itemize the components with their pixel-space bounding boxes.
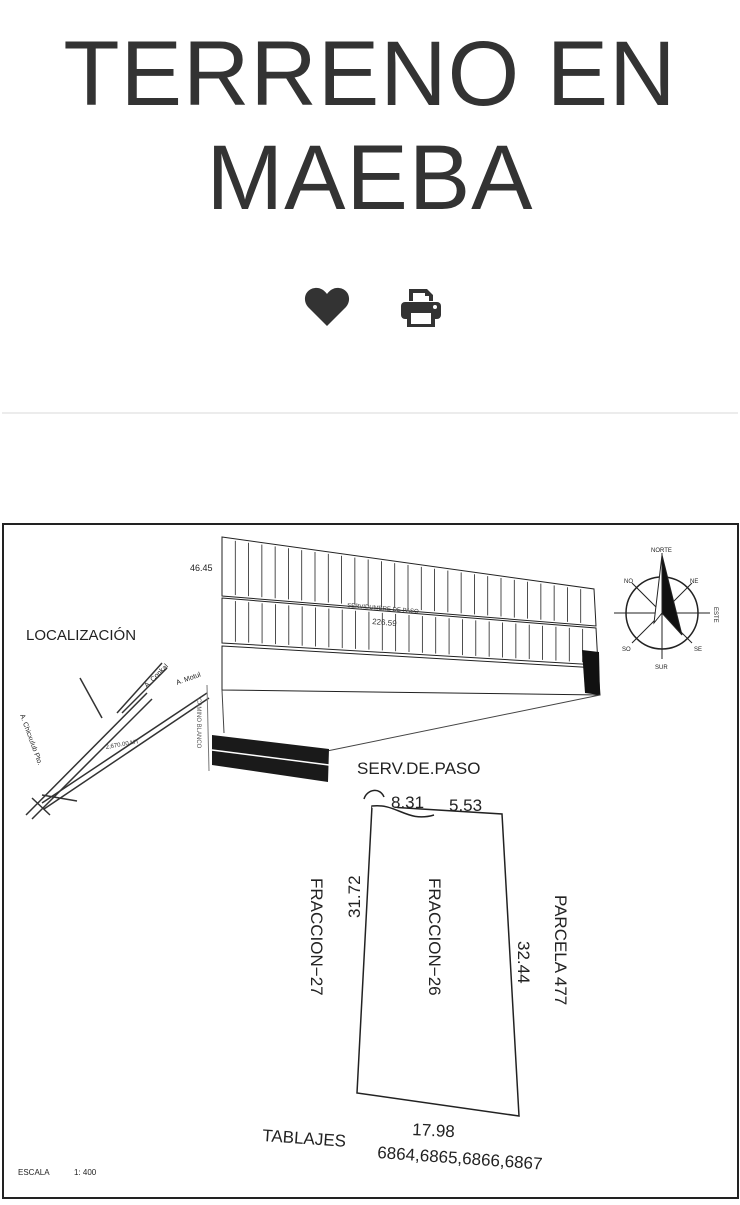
compass-este: ESTE bbox=[712, 607, 718, 623]
location-roads bbox=[25, 662, 210, 820]
heart-icon bbox=[304, 287, 350, 326]
compass-no: NO bbox=[624, 579, 633, 585]
title-line-2: MAEBA bbox=[206, 127, 534, 229]
fraccion-27-label: FRACCION−27 bbox=[307, 878, 326, 996]
compass-se: SE bbox=[694, 647, 702, 653]
dim-left-side: 31.72 bbox=[345, 875, 364, 918]
escala-label: ESCALA bbox=[18, 1168, 50, 1177]
dim-226-59: 226.59 bbox=[372, 617, 398, 628]
subdivision-lot-lines bbox=[234, 540, 584, 663]
parcela-label: PARCELA 477 bbox=[551, 895, 570, 1005]
dim-bottom: 17.98 bbox=[412, 1120, 455, 1141]
camino-blanco-label: CAMINO BLANCO bbox=[195, 698, 201, 749]
compass-rose: NORTE SUR ESTE NO NE SO SE bbox=[614, 548, 718, 671]
dim-top-left: 8.31 bbox=[391, 793, 424, 812]
printer-icon bbox=[401, 289, 441, 327]
favorite-button[interactable] bbox=[302, 282, 352, 332]
fraccion-26-label: FRACCION−26 bbox=[425, 878, 444, 996]
compass-ne: NE bbox=[690, 579, 698, 585]
road-distance: 2,670.00 MT bbox=[105, 739, 140, 751]
dim-top-right: 5.53 bbox=[449, 796, 482, 815]
action-bar bbox=[0, 282, 740, 332]
page-title: TERRENO EN MAEBA bbox=[0, 22, 740, 230]
small-subdivision bbox=[211, 735, 330, 782]
print-button[interactable] bbox=[396, 282, 446, 332]
serv-paso-label: SERV.DE.PASO bbox=[357, 759, 480, 778]
site-plan-drawing: LOCALIZACIÓN 2,670.00 MT A. Motul A. Con… bbox=[2, 523, 739, 1199]
dim-46-45: 46.45 bbox=[190, 563, 213, 573]
compass-so: SO bbox=[622, 647, 631, 653]
compass-sur: SUR bbox=[655, 665, 668, 671]
fraccion-26-polygon bbox=[356, 805, 520, 1117]
escala-value: 1: 400 bbox=[74, 1168, 97, 1177]
localizacion-label: LOCALIZACIÓN bbox=[26, 627, 136, 644]
compass-norte: NORTE bbox=[651, 548, 672, 554]
dim-right-side: 32.44 bbox=[514, 941, 533, 984]
site-plan: LOCALIZACIÓN 2,670.00 MT A. Motul A. Con… bbox=[2, 523, 740, 1200]
divider bbox=[2, 412, 738, 414]
plan-frame bbox=[2, 523, 739, 1199]
title-line-1: TERRENO EN bbox=[63, 23, 677, 125]
